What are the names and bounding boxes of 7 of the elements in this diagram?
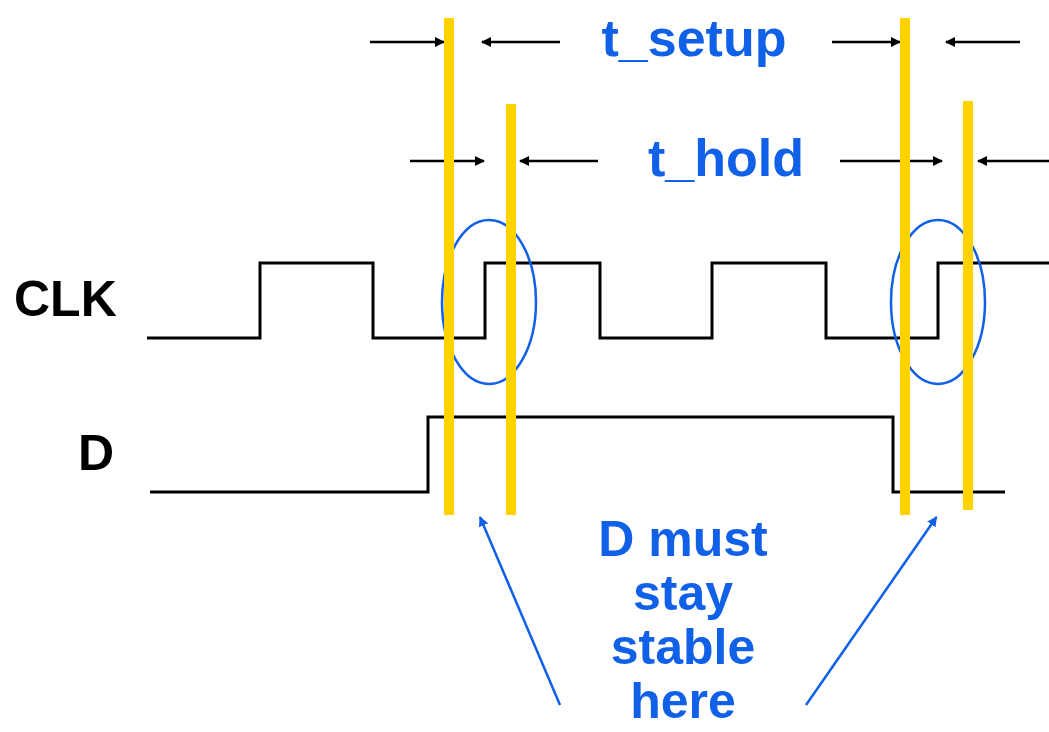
leader-arrow (478, 516, 562, 706)
leader-arrow (804, 516, 938, 706)
timing-window-lines (444, 18, 516, 515)
signal-label: D (78, 428, 115, 478)
annotation-text: D must stay stable here (560, 512, 806, 727)
signal-label: CLK (14, 274, 117, 324)
timing-window-lines (900, 18, 973, 515)
